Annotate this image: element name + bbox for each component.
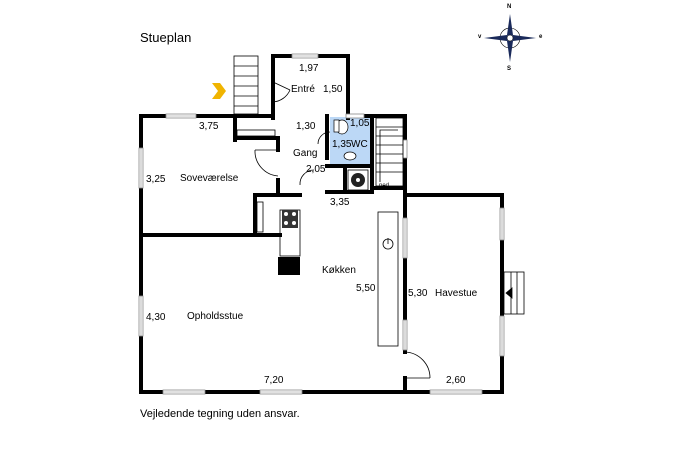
dim-gang-depth: 2,05 [306,164,326,175]
stove [282,210,298,228]
room-koekken-label: Køkken [322,265,356,276]
room-havestue-label: Havestue [435,288,478,299]
compass-rose [484,14,536,62]
room-entre-label: Entré [291,84,315,95]
kitchen [279,209,399,347]
basement-stairs [375,117,404,187]
boiler [347,169,369,191]
dim-wc-depth: 1,35 [332,139,352,150]
dim-wc-width: 1,05 [350,118,370,129]
dim-gang-width: 1,30 [296,121,316,132]
disclaimer: Vejledende tegning uden ansvar. [140,408,300,420]
windows [138,53,505,395]
wc-fixtures [333,119,357,161]
garden-steps [503,271,525,315]
compass-east-label: e [539,34,543,40]
room-sovevaerelse-label: Soveværelse [180,173,239,184]
compass-south-label: S [507,66,512,72]
dim-sove-depth: 3,25 [146,174,166,185]
front-steps [233,55,259,115]
compass-north-label: N [507,4,512,10]
dim-koek-depth: 5,50 [356,283,376,294]
chimney-block [278,257,300,275]
door-swings [254,131,431,379]
room-opholdsstue-label: Opholdsstue [187,311,244,322]
walls [139,54,504,394]
page-title: Stueplan [140,30,192,45]
dim-entre-width: 1,97 [299,63,319,74]
compass-west-label: v [478,34,482,40]
dim-ophold-width: 7,20 [264,375,284,386]
dim-koek-width: 3,35 [330,197,350,208]
dim-ophold-depth: 4,30 [146,312,166,323]
dim-have-width: 2,60 [446,375,466,386]
room-wc-label: WC [351,139,368,150]
room-gang-label: Gang [293,148,318,159]
stairs-down-label: ned [379,183,390,189]
dim-entre-depth: 1,50 [323,84,343,95]
wardrobe [236,129,276,233]
entrance-door [272,81,291,103]
entrance-arrow [212,83,226,99]
dim-have-depth: 5,30 [408,288,428,299]
window-lines [140,55,503,393]
dim-sove-width: 3,75 [199,121,219,132]
